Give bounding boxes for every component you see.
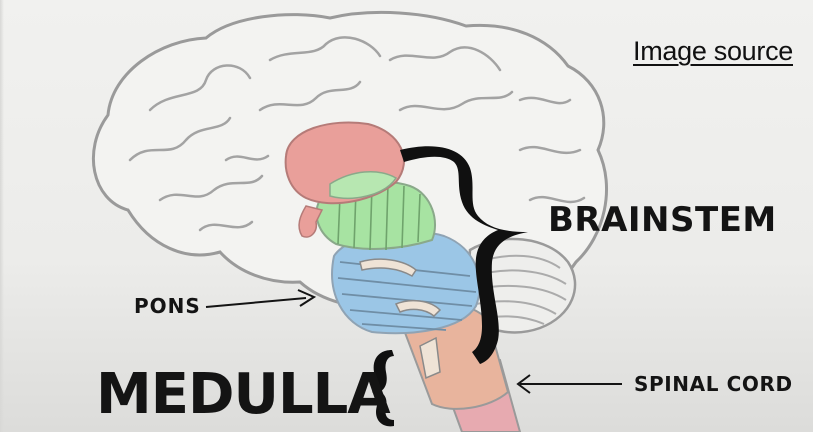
pons-label: PONS bbox=[134, 294, 201, 318]
brainstem-label: BRAINSTEM bbox=[548, 200, 777, 240]
medulla-label: MEDULLA bbox=[96, 362, 390, 427]
spinal-cord-label: SPINAL CORD bbox=[634, 372, 793, 396]
pons-arrow bbox=[206, 290, 314, 307]
spinal-cord-arrow bbox=[518, 375, 622, 393]
image-source-link[interactable]: Image source bbox=[633, 36, 793, 67]
